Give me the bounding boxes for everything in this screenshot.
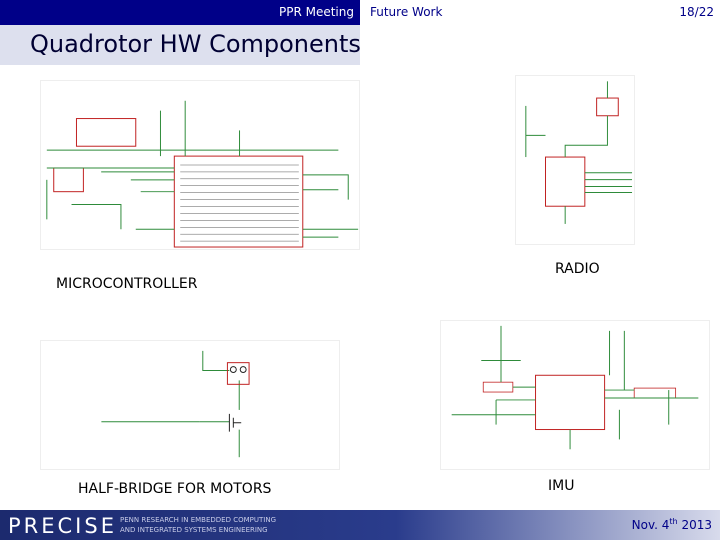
imu-label: IMU bbox=[548, 478, 575, 494]
footer-bar bbox=[0, 510, 720, 540]
page-number: 18/22 bbox=[679, 5, 714, 19]
section-label: Future Work bbox=[370, 5, 443, 19]
imu-schematic bbox=[440, 320, 710, 470]
logo-subtitle-line-2: AND INTEGRATED SYSTEMS ENGINEERING bbox=[120, 526, 268, 534]
radio-schematic bbox=[515, 75, 635, 245]
radio-label: RADIO bbox=[555, 261, 600, 277]
slide-title: Quadrotor HW Components bbox=[30, 30, 361, 58]
microcontroller-label: MICROCONTROLLER bbox=[56, 276, 198, 292]
slide-date: Nov. 4th 2013 bbox=[632, 517, 712, 532]
date-suffix: th bbox=[669, 517, 678, 526]
logo-subtitle-line-1: PENN RESEARCH IN EMBEDDED COMPUTING bbox=[120, 516, 276, 524]
meeting-label: PPR Meeting bbox=[278, 5, 354, 19]
microcontroller-schematic bbox=[40, 80, 360, 250]
half-bridge-label: HALF-BRIDGE FOR MOTORS bbox=[78, 481, 272, 497]
title-band bbox=[0, 25, 360, 65]
header-bar bbox=[0, 0, 360, 25]
date-prefix: Nov. 4 bbox=[631, 518, 670, 532]
half-bridge-schematic bbox=[40, 340, 340, 470]
precise-logo: PRECISE bbox=[8, 514, 117, 538]
header-bar-right bbox=[360, 0, 720, 25]
date-year: 2013 bbox=[677, 518, 712, 532]
logo-subtitle: PENN RESEARCH IN EMBEDDED COMPUTING AND … bbox=[120, 515, 290, 535]
